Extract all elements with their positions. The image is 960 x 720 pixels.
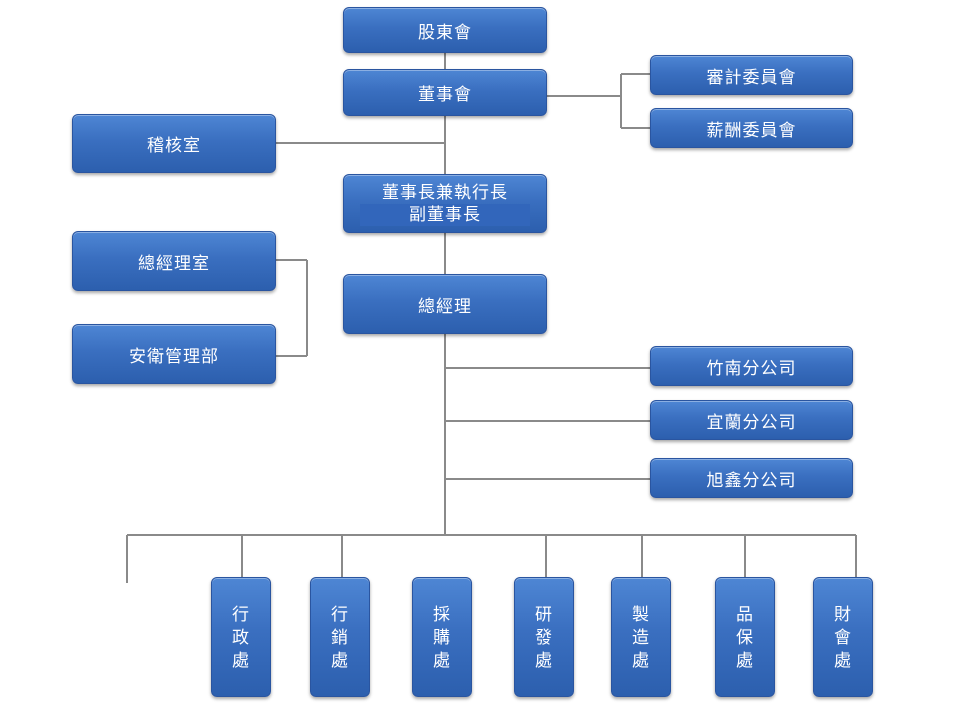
- division-qa-char-2: 保: [736, 628, 754, 648]
- gm-office-label: 總經理室: [138, 253, 210, 274]
- division-rd-char-1: 研: [535, 605, 553, 625]
- audit-committee-box: 審計委員會: [650, 55, 853, 95]
- division-procurement-char-1: 採: [433, 605, 451, 625]
- division-finance-box: 財 會 處: [813, 577, 873, 697]
- division-rd-char-3: 處: [535, 651, 553, 671]
- gm-office-box: 總經理室: [72, 231, 276, 291]
- division-admin-char-2: 政: [232, 628, 250, 648]
- division-marketing-char-3: 處: [331, 651, 349, 671]
- division-procurement-char-3: 處: [433, 651, 451, 671]
- division-qa-char-3: 處: [736, 651, 754, 671]
- division-qa-char-1: 品: [736, 605, 754, 625]
- division-marketing-char-1: 行: [331, 605, 349, 625]
- branch-xuxin-label: 旭鑫分公司: [706, 470, 797, 491]
- branch-yilan-box: 宜蘭分公司: [650, 400, 853, 440]
- division-finance-char-1: 財: [834, 605, 852, 625]
- chairman-label-line2: 副董事長: [360, 203, 530, 226]
- branch-zhunan-box: 竹南分公司: [650, 346, 853, 386]
- branch-yilan-label: 宜蘭分公司: [706, 412, 797, 433]
- audit-committee-label: 審計委員會: [706, 67, 797, 88]
- board-box: 董事會: [343, 69, 547, 116]
- division-manufacturing-char-1: 製: [632, 605, 650, 625]
- compensation-committee-box: 薪酬委員會: [650, 108, 853, 148]
- division-rd-box: 研 發 處: [514, 577, 574, 697]
- division-marketing-char-2: 銷: [331, 628, 349, 648]
- shareholders-box: 股東會: [343, 7, 547, 53]
- division-marketing-box: 行 銷 處: [310, 577, 370, 697]
- division-manufacturing-char-3: 處: [632, 651, 650, 671]
- shareholders-label: 股東會: [418, 22, 472, 43]
- division-procurement-char-2: 購: [433, 628, 451, 648]
- chairman-label-line1: 董事長兼執行長: [382, 182, 508, 203]
- safety-dept-label: 安衛管理部: [129, 346, 219, 367]
- general-manager-box: 總經理: [343, 274, 547, 334]
- internal-audit-label: 稽核室: [147, 136, 201, 156]
- division-admin-char-3: 處: [232, 651, 250, 671]
- branch-xuxin-box: 旭鑫分公司: [650, 458, 853, 498]
- division-manufacturing-char-2: 造: [632, 628, 650, 648]
- division-manufacturing-box: 製 造 處: [611, 577, 671, 697]
- internal-audit-box: 稽核室: [72, 114, 276, 173]
- branch-zhunan-label: 竹南分公司: [706, 358, 797, 379]
- general-manager-label: 總經理: [418, 296, 472, 317]
- division-procurement-box: 採 購 處: [412, 577, 472, 697]
- division-admin-char-1: 行: [232, 605, 250, 625]
- chairman-box: 董事長兼執行長 副董事長: [343, 174, 547, 233]
- division-rd-char-2: 發: [535, 628, 553, 648]
- division-finance-char-2: 會: [834, 628, 852, 648]
- division-finance-char-3: 處: [834, 651, 852, 671]
- compensation-committee-label: 薪酬委員會: [706, 120, 797, 141]
- division-admin-box: 行 政 處: [211, 577, 271, 697]
- safety-dept-box: 安衛管理部: [72, 324, 276, 384]
- division-qa-box: 品 保 處: [715, 577, 775, 697]
- board-label: 董事會: [418, 85, 472, 105]
